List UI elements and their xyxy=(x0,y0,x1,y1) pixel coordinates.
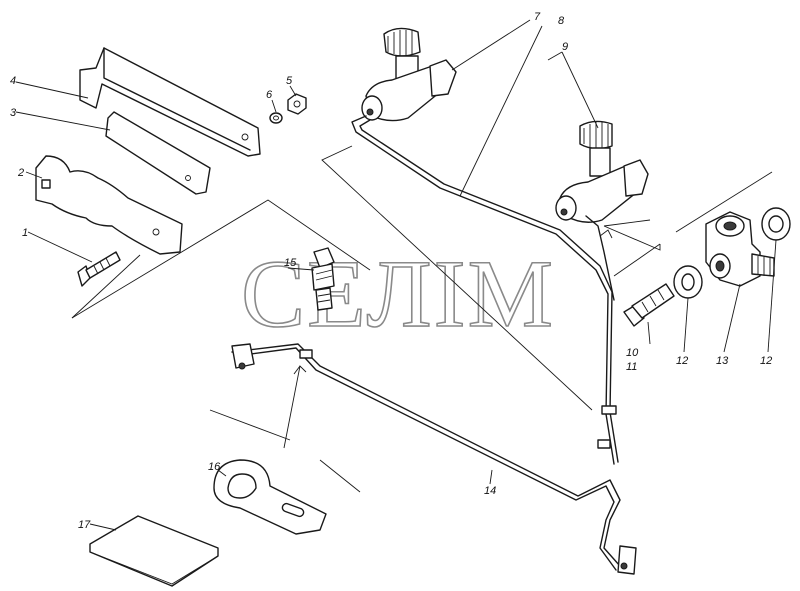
callout-5: 5 xyxy=(286,75,293,87)
callout-labels: 1 2 3 4 5 6 7 8 9 10 11 12 12 13 14 15 1… xyxy=(10,11,772,531)
washer-part-12a xyxy=(673,265,703,299)
assembly-arrows xyxy=(283,219,661,449)
section-guide-lines xyxy=(71,145,773,493)
washer-part-6 xyxy=(269,112,283,124)
clamp-part-2 xyxy=(35,155,183,255)
watermark: СЕЛІМ xyxy=(241,240,555,347)
nut-part-5 xyxy=(287,93,307,115)
cylinder-part-9 xyxy=(555,120,649,223)
washer-part-12b xyxy=(761,207,791,241)
callout-13: 13 xyxy=(716,355,729,367)
callout-14: 14 xyxy=(484,485,496,497)
bracket-part-4 xyxy=(79,47,261,157)
callout-16: 16 xyxy=(208,461,221,473)
bolt-part-1 xyxy=(77,251,121,287)
leader-lines xyxy=(15,19,777,531)
callout-6: 6 xyxy=(266,89,273,101)
callout-7: 7 xyxy=(534,11,541,23)
callout-17: 17 xyxy=(78,519,91,531)
callout-8: 8 xyxy=(558,15,565,27)
cylinder-part-7 xyxy=(361,27,457,122)
tee-fitting-part-13 xyxy=(705,211,775,287)
callout-2: 2 xyxy=(17,167,24,179)
callout-3: 3 xyxy=(10,107,17,119)
pipe-part-14 xyxy=(231,343,637,575)
callout-1: 1 xyxy=(22,227,28,239)
bolt-part-10 xyxy=(623,283,675,327)
clip-part-16 xyxy=(213,459,327,535)
pipe-part-8 xyxy=(351,115,619,465)
callout-12a: 12 xyxy=(676,355,688,367)
callout-9: 9 xyxy=(562,41,568,53)
pad-part-17 xyxy=(89,515,219,587)
callout-12b: 12 xyxy=(760,355,772,367)
fitting-part-15 xyxy=(311,247,335,311)
callout-15: 15 xyxy=(284,257,297,269)
callout-11: 11 xyxy=(626,361,637,373)
callout-10: 10 xyxy=(626,347,639,359)
callout-4: 4 xyxy=(10,75,16,87)
plate-part-3 xyxy=(105,111,211,195)
